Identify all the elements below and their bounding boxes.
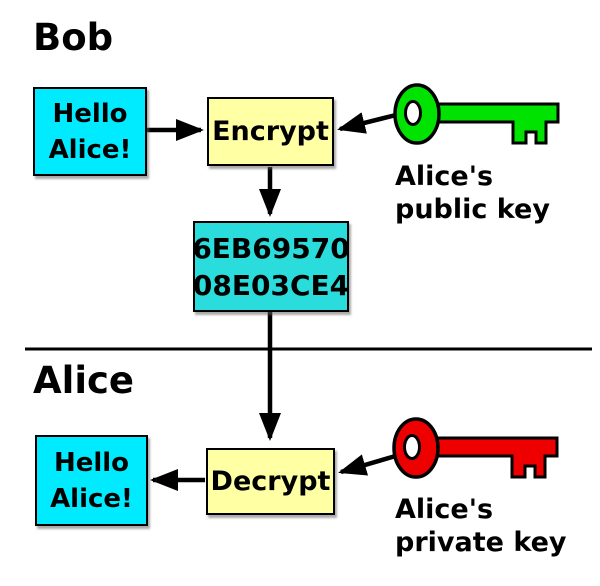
arrow-privatekey-to-decrypt (338, 452, 400, 476)
ciphertext-line: 6EB69570 (192, 231, 350, 265)
public-key-label: Alice's public key (395, 160, 550, 226)
key-label-line: public key (395, 194, 550, 225)
arrow-publickey-to-encrypt (337, 111, 401, 134)
process-label: Encrypt (212, 115, 329, 147)
encrypt-box: Encrypt (207, 97, 334, 166)
plaintext-box-bob: Hello Alice! (33, 87, 147, 176)
plaintext-box-alice: Hello Alice! (35, 435, 148, 526)
plaintext-line: Alice! (50, 483, 133, 514)
key-label-line: private key (395, 527, 567, 558)
process-label: Decrypt (210, 465, 331, 497)
alice-heading: Alice (33, 359, 135, 402)
plaintext-line: Hello (52, 98, 128, 129)
key-label-line: Alice's (395, 494, 494, 525)
private-key-label: Alice's private key (395, 493, 566, 559)
plaintext-line: Hello (53, 447, 130, 478)
ciphertext-box: 6EB69570 08E03CE4 (192, 221, 350, 312)
bob-heading: Bob (33, 16, 114, 59)
public-key-icon (393, 83, 560, 145)
decrypt-box: Decrypt (206, 448, 335, 515)
private-key-icon (392, 417, 559, 479)
ciphertext-line: 08E03CE4 (192, 268, 350, 302)
key-label-line: Alice's (395, 161, 494, 192)
plaintext-line: Alice! (48, 134, 132, 165)
